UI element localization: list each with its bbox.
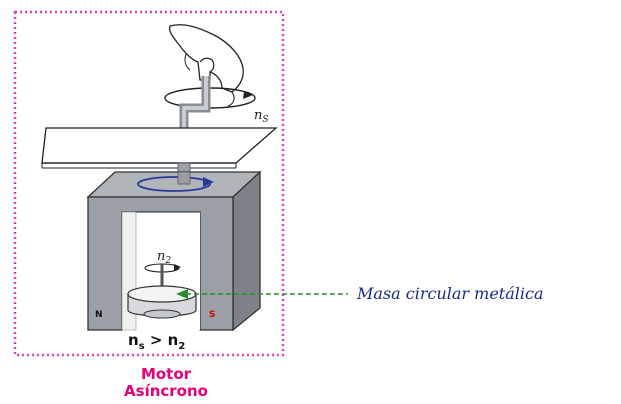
mass-pointer-arrowhead [176, 289, 188, 299]
magnet-right-side [232, 170, 261, 332]
crank-shaft [179, 76, 211, 132]
dotted-frame [13, 10, 285, 357]
label-n2: n2 [157, 249, 171, 266]
table-plate [41, 127, 278, 164]
label-ns: nS [254, 108, 269, 125]
metal-disk [127, 285, 197, 319]
magnet-rotation-ellipse [137, 176, 211, 192]
mass-label: Masa circular metálica [357, 284, 544, 303]
pole-north-label: N [95, 310, 103, 320]
magnet-top [86, 171, 262, 198]
pole-south-label: S [209, 310, 215, 320]
speed-relation: ns > n2 [128, 331, 185, 352]
magnet-rotation-arrowhead [203, 177, 214, 187]
caption-motor: Motor [140, 365, 192, 383]
upper-rotation-arrowhead [243, 91, 253, 99]
caption-asincrono: Asíncrono [124, 382, 208, 400]
